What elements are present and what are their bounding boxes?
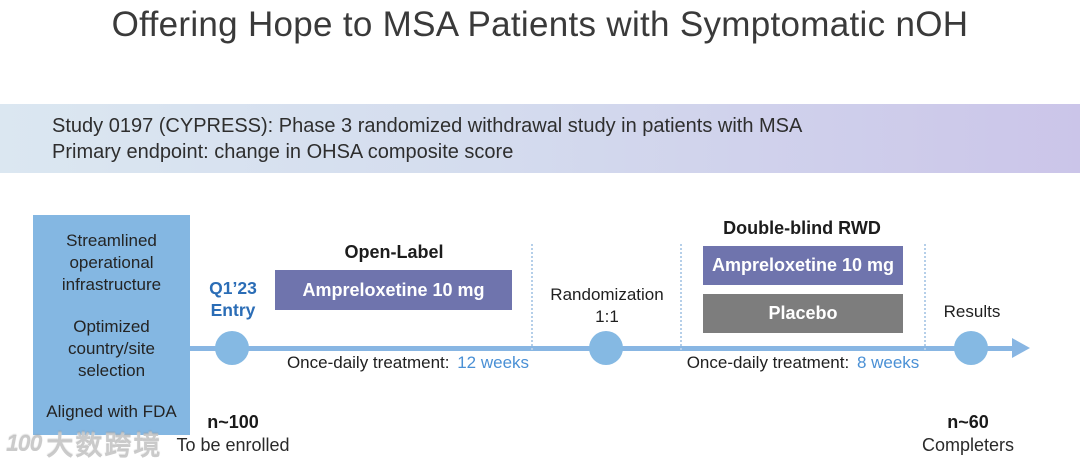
highlight-optimized: Optimized country/site selection (68, 316, 155, 380)
enrollment-label: To be enrolled (176, 435, 290, 455)
study-summary-line2: Primary endpoint: change in OHSA composi… (52, 140, 514, 163)
double-blind-duration-value: 8 weeks (856, 353, 920, 372)
enrollment-n: n~100 (207, 412, 259, 432)
study-summary-line1: Study 0197 (CYPRESS): Phase 3 randomized… (52, 114, 803, 137)
divider-results (924, 244, 926, 350)
double-blind-duration: Once-daily treatment: 8 weeks (673, 353, 933, 373)
completers-count: n~60 Completers (878, 411, 1058, 457)
divider-randomization-end (680, 244, 682, 350)
completers-label: Completers (921, 435, 1015, 455)
entry-quarter: Q1’23 (209, 278, 257, 298)
entry-word: Entry (210, 300, 256, 320)
timeline-arrowhead-icon (1012, 338, 1030, 358)
placebo-box: Placebo (703, 294, 903, 333)
double-blind-header: Double-blind RWD (723, 218, 881, 238)
watermark-logo-icon: 100 (6, 430, 42, 456)
results-label: Results (943, 302, 1001, 321)
operational-highlights-panel: Streamlined operational infrastructure O… (33, 215, 190, 435)
completers-n: n~60 (947, 412, 989, 432)
highlight-streamlined: Streamlined operational infrastructure (61, 231, 162, 294)
double-blind-drug-box: Ampreloxetine 10 mg (703, 246, 903, 285)
timeline-node-results (954, 331, 988, 365)
slide-title: Offering Hope to MSA Patients with Sympt… (111, 5, 969, 44)
timeline-node-randomization (589, 331, 623, 365)
open-label-header: Open-Label (344, 242, 444, 262)
open-label-duration-value: 12 weeks (457, 353, 530, 372)
watermark: 100 大数跨境 (6, 424, 162, 463)
timeline-node-entry (215, 331, 249, 365)
highlight-fda: Aligned with FDA (46, 402, 177, 421)
randomization-label: Randomization 1:1 (527, 284, 687, 328)
divider-randomization-start (531, 244, 533, 350)
double-blind-duration-prefix: Once-daily treatment: (686, 353, 850, 372)
randomization-ratio: 1:1 (595, 307, 619, 326)
entry-milestone-label: Q1’23 Entry (183, 277, 283, 321)
open-label-duration-prefix: Once-daily treatment: (286, 353, 450, 372)
open-label-duration: Once-daily treatment: 12 weeks (278, 353, 538, 373)
enrollment-count: n~100 To be enrolled (143, 411, 323, 457)
randomization-word: Randomization (550, 285, 664, 304)
watermark-text: 大数跨境 (46, 431, 163, 461)
study-summary-banner: Study 0197 (CYPRESS): Phase 3 randomized… (0, 104, 1080, 173)
open-label-drug-box: Ampreloxetine 10 mg (275, 270, 512, 310)
